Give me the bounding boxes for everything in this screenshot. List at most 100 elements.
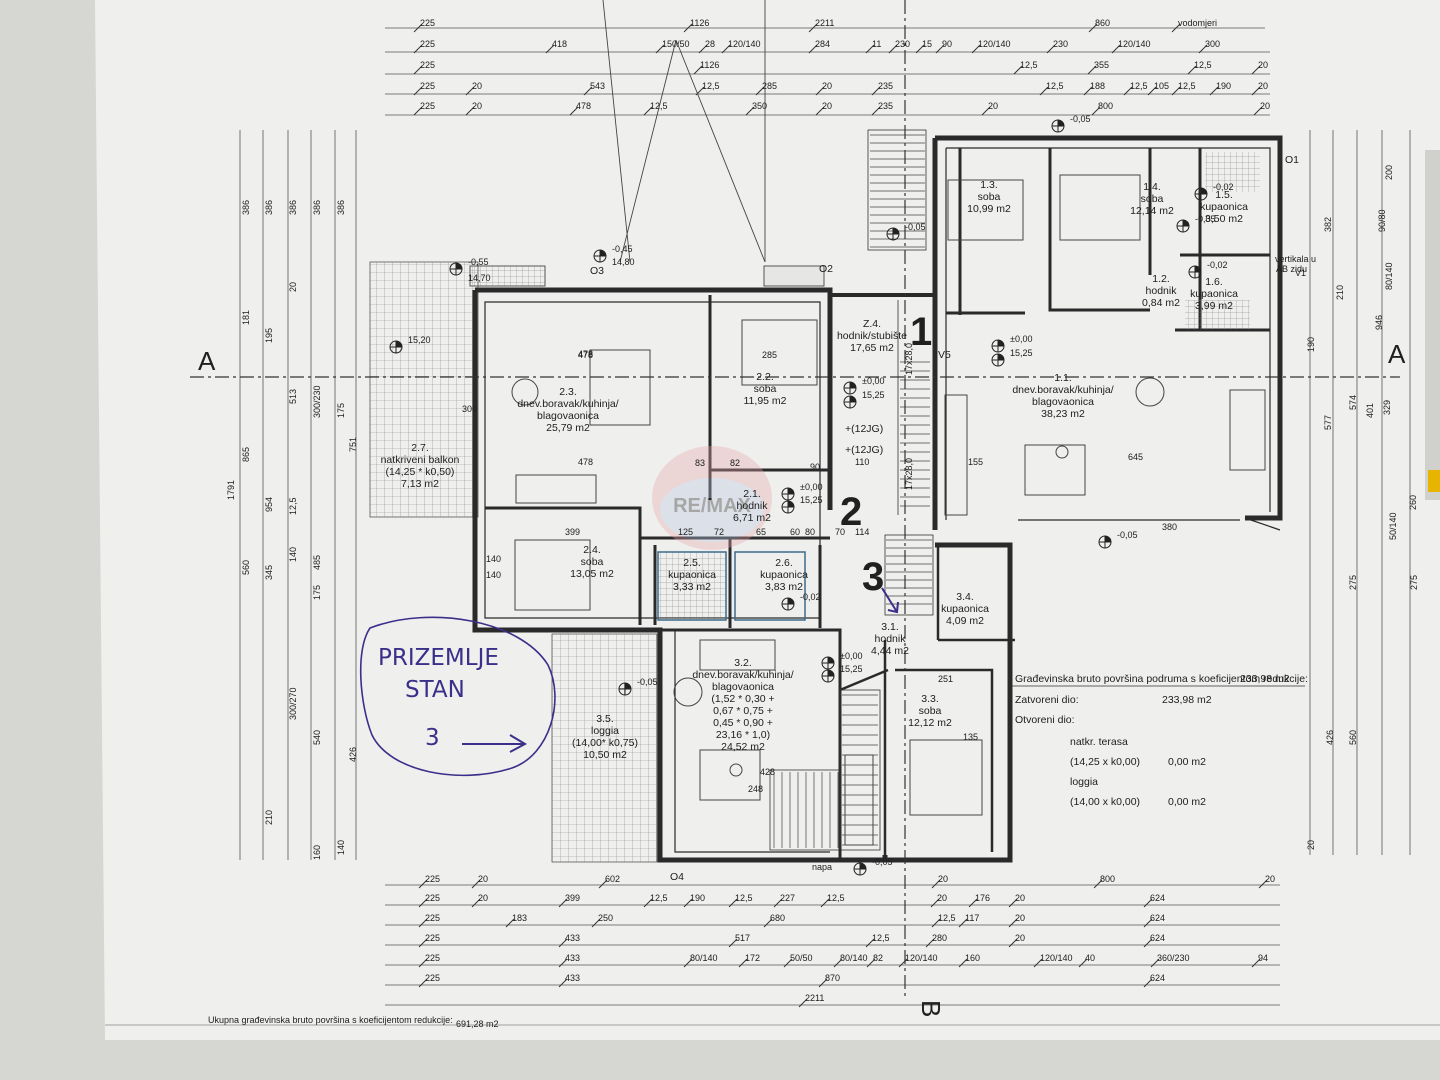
bottom-dim-row3-2: 250: [598, 913, 613, 923]
right-dim-11: 260: [1408, 495, 1418, 510]
dimension-tick: [738, 958, 748, 968]
dimension-tick: [888, 44, 898, 54]
right-dim-9: 401: [1365, 403, 1375, 418]
top-dim-row4-11: 12,5: [1178, 81, 1196, 91]
bottom-dim-row4-1: 433: [565, 933, 580, 943]
bottom-dim-row6-0: 225: [425, 973, 440, 983]
top-dim-row4-4: 285: [762, 81, 777, 91]
level-symbol-icon: [593, 249, 607, 263]
level-symbol-icon: [843, 381, 857, 395]
left-dim-20: 210: [264, 810, 274, 825]
top-dim-row2-6: 11: [872, 39, 881, 49]
level-symbol-icon: [1176, 219, 1190, 233]
room-area: 3,83 m2: [765, 581, 803, 593]
right-dim-16: 426: [1325, 730, 1335, 745]
room-name-line: soba: [754, 383, 777, 395]
room-id: 1.4.: [1143, 181, 1161, 193]
left-dim-18: 560: [241, 560, 251, 575]
level-value: -0,05: [1117, 530, 1138, 540]
level-symbol-icon: [618, 682, 632, 696]
dimension-tick: [1008, 898, 1018, 908]
dimension-tick: [721, 44, 731, 54]
bottom-dim-row6-3: 624: [1150, 973, 1165, 983]
dimension-tick: [558, 958, 568, 968]
dimension-tick: [418, 938, 428, 948]
inner-dim-2: 478: [578, 350, 593, 360]
level-symbol-icon: [821, 656, 835, 670]
dimension-tick: [1251, 65, 1261, 75]
dimension-tick: [1143, 898, 1153, 908]
dimension-tick: [545, 44, 555, 54]
closed-part-value: 233,98 m2: [1162, 694, 1212, 706]
room-area: 10,99 m2: [967, 203, 1011, 215]
room-name-line: blagovaonica: [1032, 396, 1094, 408]
left-dim-10: 175: [336, 403, 346, 418]
left-dim-17: 175: [312, 585, 322, 600]
level-value: 15,25: [1010, 348, 1033, 358]
dimension-tick: [471, 879, 481, 889]
level-value: 14,70: [468, 273, 491, 283]
bed-1-3: [947, 179, 1024, 241]
room-3-2: 3.2.dnev.boravak/kuhinja/blagovaonica(1,…: [692, 657, 793, 753]
room-id: 2.6.: [775, 557, 793, 569]
level-symbol-icon: [1051, 119, 1065, 133]
room-name-line: blagovaonica: [712, 681, 774, 693]
top-dim-row5-6: 235: [878, 101, 893, 111]
room-name-line: kupaonica: [1200, 201, 1248, 213]
dimension-tick: [728, 938, 738, 948]
room-id: 2.7.: [411, 442, 429, 454]
dimension-tick: [1150, 958, 1160, 968]
dimension-ticks: [413, 23, 1268, 1008]
bottom-dim-row4-2: 517: [735, 933, 750, 943]
dimension-tick: [413, 106, 423, 116]
top-dim-row2-0: 225: [420, 39, 435, 49]
bed-3-3: [909, 739, 983, 816]
left-dim-11: 751: [348, 437, 358, 452]
dimension-tick: [643, 106, 653, 116]
room-3-5: 3.5.loggia(14,00* k0,75)10,50 m2: [572, 713, 638, 761]
room-id: 3.2.: [734, 657, 752, 669]
marker-napa: napa: [812, 862, 832, 872]
room-id: 1.3.: [980, 179, 998, 191]
level-value: -0,05: [637, 677, 658, 687]
bottom-dim-row1-0: 225: [425, 874, 440, 884]
inner-dim-18: 70: [835, 527, 845, 537]
bottom-dim-row2-5: 12,5: [735, 893, 753, 903]
right-dim-13: 275: [1348, 575, 1358, 590]
dimension-tick: [1091, 106, 1101, 116]
dimension-tick: [471, 898, 481, 908]
furniture: [511, 174, 1266, 846]
bottom-dim-row5-2: 80/140: [690, 953, 718, 963]
inner-dim-0: 478: [578, 349, 593, 359]
level-symbol-icon: [886, 227, 900, 241]
right-dim-0: 200: [1384, 165, 1394, 180]
right-dim-15: 560: [1348, 730, 1358, 745]
section-lines: [190, 0, 1400, 1000]
dimension-tick: [820, 898, 830, 908]
loggia-value: 0,00 m2: [1168, 796, 1206, 808]
room-id: 2.2.: [756, 371, 774, 383]
left-dim-25: 12,5: [288, 497, 298, 515]
room-id: 3.3.: [921, 693, 939, 705]
opening-o3: O3: [590, 265, 604, 277]
bottom-dim-row5-7: 120/140: [905, 953, 938, 963]
top-dim-row5-7: 20: [988, 101, 998, 111]
level-value: -0,05: [905, 222, 926, 232]
bottom-dim-row5-1: 433: [565, 953, 580, 963]
dimension-tick: [1253, 106, 1263, 116]
bottom-dim-row1-4: 800: [1100, 874, 1115, 884]
top-dim-row1-4: 2211: [815, 18, 834, 28]
bottom-dim-row2-7: 12,5: [827, 893, 845, 903]
top-dim-row3-4: 12,5: [1194, 60, 1212, 70]
room-id: 3.4.: [956, 591, 974, 603]
dining-table-1-1: [1024, 444, 1086, 496]
dimension-tick: [755, 86, 765, 96]
dimension-tick: [798, 998, 808, 1008]
marker-v1-line-3: AB zidu: [1276, 264, 1307, 274]
dimension-tick: [763, 918, 773, 928]
building-walls: [472, 135, 1283, 863]
